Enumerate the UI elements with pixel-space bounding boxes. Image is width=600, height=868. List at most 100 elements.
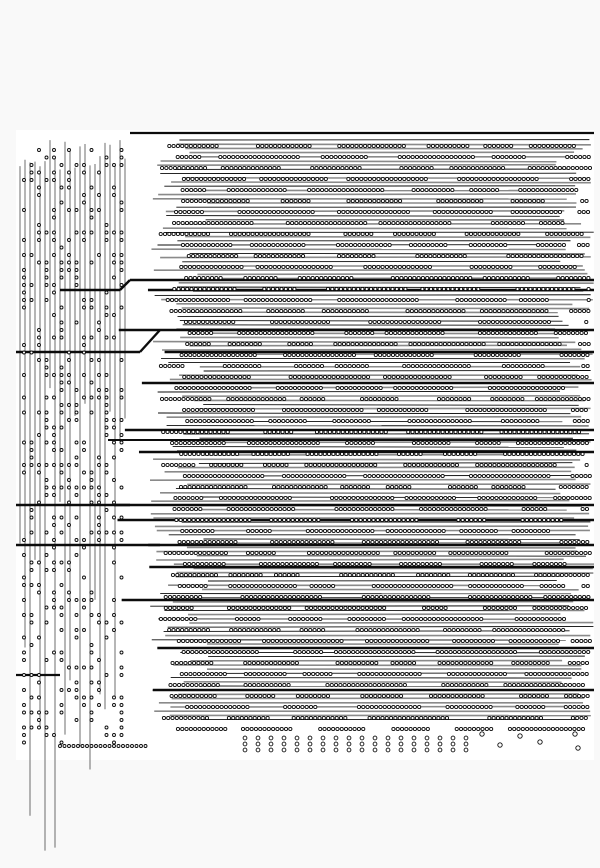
solder-pad bbox=[248, 363, 253, 369]
solder-pad bbox=[29, 440, 34, 445]
solder-pad bbox=[303, 627, 308, 633]
solder-pad bbox=[307, 440, 312, 446]
solder-pad bbox=[206, 528, 211, 534]
solder-pad bbox=[494, 242, 499, 248]
solder-pad bbox=[337, 220, 342, 226]
solder-pad bbox=[74, 493, 79, 497]
solder-pad bbox=[359, 407, 364, 413]
solder-pad bbox=[293, 198, 298, 204]
signal-trace bbox=[151, 499, 570, 503]
solder-pad bbox=[89, 590, 94, 595]
solder-pad bbox=[375, 209, 380, 215]
solder-pad bbox=[428, 253, 433, 259]
solder-pad bbox=[82, 440, 86, 445]
solder-pad bbox=[537, 660, 542, 666]
solder-pad bbox=[438, 220, 443, 226]
solder-pad bbox=[423, 264, 428, 270]
solder-pad bbox=[376, 319, 382, 325]
solder-pad bbox=[335, 242, 341, 248]
solder-pad bbox=[463, 726, 468, 732]
solder-pad bbox=[214, 671, 219, 677]
solder-pad bbox=[310, 165, 315, 171]
solder-pad bbox=[470, 649, 475, 655]
solder-pad bbox=[584, 319, 589, 325]
solder-pad bbox=[104, 373, 109, 377]
solder-pad bbox=[222, 264, 227, 270]
solder-pad bbox=[279, 308, 284, 314]
solder-pad bbox=[298, 418, 303, 424]
solder-pad bbox=[258, 726, 263, 732]
solder-pad bbox=[252, 682, 257, 688]
solder-pad bbox=[22, 538, 26, 542]
solder-pad bbox=[201, 726, 206, 732]
solder-pad bbox=[276, 561, 281, 567]
solder-pad bbox=[448, 649, 453, 655]
solder-pad bbox=[439, 308, 444, 314]
solder-pad bbox=[379, 539, 384, 545]
solder-pad bbox=[513, 418, 518, 424]
solder-pad bbox=[484, 682, 489, 688]
solder-pad bbox=[429, 165, 434, 171]
solder-pad bbox=[466, 506, 471, 512]
solder-pad bbox=[263, 627, 268, 633]
solder-pad bbox=[501, 374, 506, 380]
solder-pad bbox=[406, 385, 411, 391]
solder-pad bbox=[480, 693, 485, 699]
solder-pad bbox=[22, 673, 26, 677]
solder-pad bbox=[292, 594, 297, 600]
solder-pad bbox=[287, 341, 292, 347]
solder-pad bbox=[288, 374, 293, 380]
solder-pad bbox=[471, 286, 477, 292]
solder-pad bbox=[412, 341, 417, 347]
solder-pad bbox=[217, 385, 222, 391]
solder-pad bbox=[262, 330, 268, 336]
solder-pad bbox=[522, 627, 527, 633]
solder-pad bbox=[258, 330, 263, 336]
solder-pad bbox=[242, 627, 247, 633]
solder-pad bbox=[561, 187, 566, 193]
solder-pad bbox=[454, 704, 459, 710]
solder-pad bbox=[393, 341, 398, 347]
solder-pad bbox=[411, 528, 416, 534]
solder-pad bbox=[59, 688, 64, 692]
solder-pad bbox=[314, 385, 319, 391]
solder-pad bbox=[388, 583, 394, 589]
solder-pad bbox=[359, 741, 365, 747]
solder-pad bbox=[446, 693, 451, 699]
solder-pad bbox=[500, 143, 505, 149]
solder-pad bbox=[167, 363, 172, 369]
solder-pad bbox=[211, 198, 216, 204]
solder-pad bbox=[363, 473, 368, 479]
solder-pad bbox=[492, 374, 497, 380]
solder-pad bbox=[423, 715, 428, 721]
signal-trace bbox=[186, 546, 576, 549]
solder-pad bbox=[343, 308, 348, 314]
solder-pad bbox=[475, 165, 480, 171]
solder-pad bbox=[529, 319, 534, 325]
solder-pad bbox=[533, 528, 538, 534]
solder-pad bbox=[254, 572, 259, 578]
solder-pad bbox=[411, 649, 416, 655]
solder-pad bbox=[217, 484, 222, 490]
solder-pad bbox=[540, 297, 545, 303]
solder-pad bbox=[561, 242, 566, 248]
solder-pad bbox=[89, 208, 94, 212]
solder-pad bbox=[432, 528, 438, 534]
solder-pad bbox=[201, 671, 206, 677]
solder-pad bbox=[243, 484, 248, 490]
solder-pad bbox=[513, 649, 518, 655]
solder-pad bbox=[209, 671, 214, 677]
solder-pad bbox=[285, 440, 290, 446]
solder-pad bbox=[244, 715, 249, 721]
solder-pad bbox=[286, 407, 291, 413]
solder-pad bbox=[190, 176, 195, 182]
solder-pad bbox=[450, 275, 456, 281]
solder-pad bbox=[22, 350, 26, 355]
solder-pad bbox=[542, 517, 547, 523]
solder-pad bbox=[231, 154, 236, 160]
solder-pad bbox=[273, 297, 278, 303]
solder-pad bbox=[511, 594, 516, 600]
solder-pad bbox=[263, 561, 268, 567]
solder-pad bbox=[176, 550, 181, 556]
solder-pad bbox=[398, 741, 404, 747]
